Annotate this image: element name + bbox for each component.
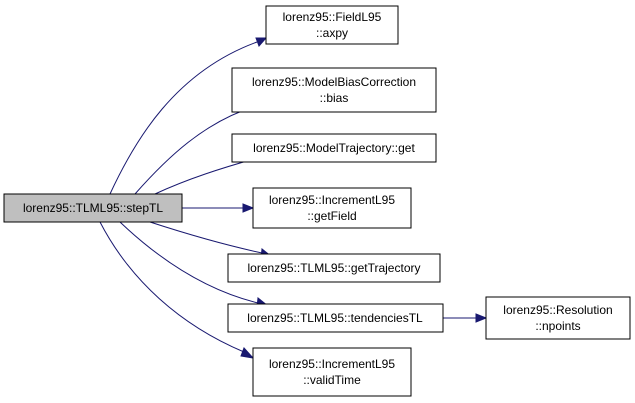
node-axpy-label-line2: ::axpy <box>316 26 348 40</box>
node-validtime-label-line1: lorenz95::IncrementL95 <box>269 357 395 371</box>
edge-tendenciestl-npoints <box>443 313 488 323</box>
node-getfield-label-line2: ::getField <box>307 209 356 223</box>
node-npoints-label-line2: ::npoints <box>535 319 580 333</box>
node-npoints[interactable]: lorenz95::Resolution ::npoints <box>485 296 631 340</box>
node-getfield[interactable]: lorenz95::IncrementL95 ::getField <box>252 187 412 229</box>
node-axpy[interactable]: lorenz95::FieldL95 ::axpy <box>265 5 399 45</box>
node-steptl-label: lorenz95::TLML95::stepTL <box>23 201 163 215</box>
node-tendenciestl[interactable]: lorenz95::TLML95::tendenciesTL <box>227 303 444 333</box>
node-gettrajectory[interactable]: lorenz95::TLML95::getTrajectory <box>227 253 441 283</box>
node-bias-label-line2: ::bias <box>320 91 349 105</box>
node-bias-label-line1: lorenz95::ModelBiasCorrection <box>252 75 416 89</box>
node-get[interactable]: lorenz95::ModelTrajectory::get <box>231 133 437 163</box>
node-validtime[interactable]: lorenz95::IncrementL95 ::validTime <box>252 347 412 397</box>
node-getfield-label-line1: lorenz95::IncrementL95 <box>269 193 395 207</box>
node-npoints-label-line1: lorenz95::Resolution <box>503 303 612 317</box>
node-axpy-label-line1: lorenz95::FieldL95 <box>283 10 382 24</box>
edge-steptl-axpy <box>109 37 268 195</box>
edge-steptl-validtime <box>99 221 255 359</box>
edge-steptl-getfield <box>182 203 255 213</box>
node-gettrajectory-label: lorenz95::TLML95::getTrajectory <box>248 261 421 275</box>
node-tendenciestl-label: lorenz95::TLML95::tendenciesTL <box>247 311 423 325</box>
node-validtime-label-line2: ::validTime <box>303 373 361 387</box>
node-bias[interactable]: lorenz95::ModelBiasCorrection ::bias <box>231 67 437 113</box>
node-get-label: lorenz95::ModelTrajectory::get <box>253 141 415 155</box>
node-steptl[interactable]: lorenz95::TLML95::stepTL <box>3 193 183 223</box>
